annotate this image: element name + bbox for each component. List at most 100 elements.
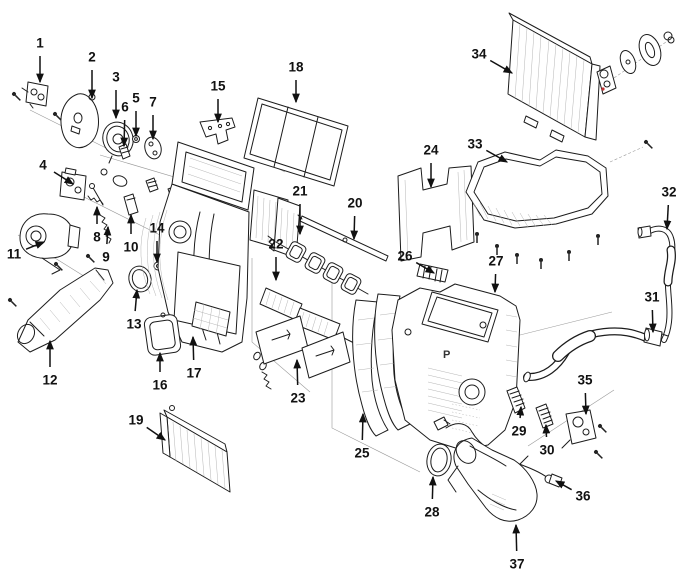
- callout-13: 13: [126, 288, 142, 332]
- callout-22: 22: [268, 237, 284, 282]
- callout-number-15: 15: [210, 79, 226, 94]
- callout-number-7: 7: [149, 95, 157, 110]
- callout-2: 2: [88, 50, 96, 100]
- fitting-red-mark: [601, 87, 605, 91]
- callout-number-2: 2: [88, 50, 96, 65]
- callout-29: 29: [511, 405, 527, 439]
- callout-number-10: 10: [123, 240, 138, 255]
- callout-17: 17: [186, 335, 202, 381]
- part-23-door-panels-drawing: [255, 315, 351, 390]
- callout-number-21: 21: [292, 184, 308, 199]
- callout-number-18: 18: [288, 60, 304, 75]
- callout-14: 14: [149, 221, 165, 264]
- part-32-pipe-drawing: [637, 225, 676, 343]
- callout-number-20: 20: [347, 196, 362, 211]
- callout-11: 11: [7, 241, 46, 262]
- callout-21: 21: [292, 184, 308, 236]
- callout-number-36: 36: [575, 489, 591, 504]
- callout-18: 18: [288, 60, 304, 104]
- part-34-evaporator-drawing: [507, 12, 675, 143]
- callout-number-11: 11: [7, 247, 22, 262]
- part-24-bracket-panel-drawing: [397, 165, 475, 262]
- callout-37: 37: [509, 523, 525, 572]
- callout-number-31: 31: [644, 290, 660, 305]
- callout-36: 36: [554, 480, 591, 504]
- callout-number-17: 17: [186, 366, 201, 381]
- part-18-filter-frame-drawing: [243, 97, 349, 187]
- callout-number-12: 12: [42, 373, 57, 388]
- part-2-plate-drawing: [60, 93, 99, 149]
- callout-number-29: 29: [511, 424, 526, 439]
- callout-16: 16: [152, 351, 168, 393]
- part-33-upper-case-drawing: [465, 149, 609, 229]
- callout-8: 8: [93, 205, 101, 245]
- callout-number-23: 23: [290, 391, 306, 406]
- callout-5: 5: [132, 91, 140, 138]
- callout-27: 27: [488, 254, 504, 294]
- callout-number-8: 8: [93, 230, 101, 245]
- callout-number-19: 19: [128, 413, 143, 428]
- part-19-heater-core-drawing: [159, 351, 267, 493]
- part-8-rod-drawing: [89, 183, 104, 206]
- callout-number-13: 13: [126, 317, 142, 332]
- callout-31: 31: [644, 290, 660, 334]
- part-30-seal-drawing: [535, 403, 554, 429]
- part-9-spring-drawing: [99, 214, 112, 244]
- callout-number-1: 1: [36, 36, 44, 51]
- callout-number-16: 16: [152, 378, 168, 393]
- callout-number-30: 30: [539, 443, 554, 458]
- callout-20: 20: [347, 196, 363, 241]
- part-35-actuator-drawing: [561, 409, 597, 449]
- part-27-molded-letter: P: [443, 349, 450, 361]
- callout-number-25: 25: [354, 446, 370, 461]
- callout-number-32: 32: [661, 185, 676, 200]
- part-16-frame-drawing: [143, 312, 182, 356]
- callout-25: 25: [354, 412, 370, 461]
- callout-6: 6: [120, 100, 129, 148]
- callout-number-24: 24: [423, 143, 439, 158]
- callout-number-5: 5: [132, 91, 140, 106]
- part-31-hose-drawing: [523, 327, 669, 383]
- part-7-cam-drawing: [144, 136, 162, 160]
- callout-15: 15: [210, 79, 226, 124]
- part-5-ring-drawing: [132, 135, 140, 143]
- callout-number-26: 26: [397, 249, 413, 264]
- part-28-gasket-drawing: [426, 443, 452, 477]
- callout-9: 9: [102, 225, 112, 265]
- part-26-bracket-drawing: [416, 263, 449, 283]
- callout-number-14: 14: [149, 221, 165, 236]
- callout-number-22: 22: [268, 237, 283, 252]
- callout-number-3: 3: [112, 70, 120, 85]
- callout-19: 19: [128, 413, 166, 441]
- callout-7: 7: [149, 95, 157, 141]
- part-10-lever-drawing: [123, 193, 139, 216]
- part-37-duct-drawing: [447, 437, 538, 522]
- callout-number-6: 6: [121, 100, 129, 115]
- callout-number-35: 35: [577, 373, 593, 388]
- callout-34: 34: [471, 47, 514, 74]
- part-12-duct-drawing: [16, 267, 114, 353]
- callout-number-34: 34: [471, 47, 487, 62]
- callout-35: 35: [577, 373, 593, 416]
- callout-1: 1: [36, 36, 44, 84]
- part-11-motor-drawing: [19, 213, 81, 275]
- callout-number-37: 37: [509, 557, 524, 572]
- part-1-actuator-drawing: [21, 81, 49, 109]
- callout-4: 4: [39, 158, 75, 185]
- callout-12: 12: [42, 339, 58, 388]
- part-21-door-shaft-drawing: [267, 235, 369, 295]
- callout-number-9: 9: [102, 250, 110, 265]
- part-27-case-drawing: P: [391, 283, 521, 451]
- callout-30: 30: [539, 423, 555, 458]
- part-13-seal-ring-drawing: [128, 265, 152, 293]
- part-4-actuator-drawing: [59, 167, 104, 205]
- callout-24: 24: [423, 143, 439, 189]
- callout-23: 23: [290, 358, 306, 406]
- callout-10: 10: [123, 213, 139, 255]
- callout-26: 26: [397, 249, 436, 274]
- callout-number-33: 33: [467, 137, 483, 152]
- part-15-bracket-drawing: [199, 117, 236, 145]
